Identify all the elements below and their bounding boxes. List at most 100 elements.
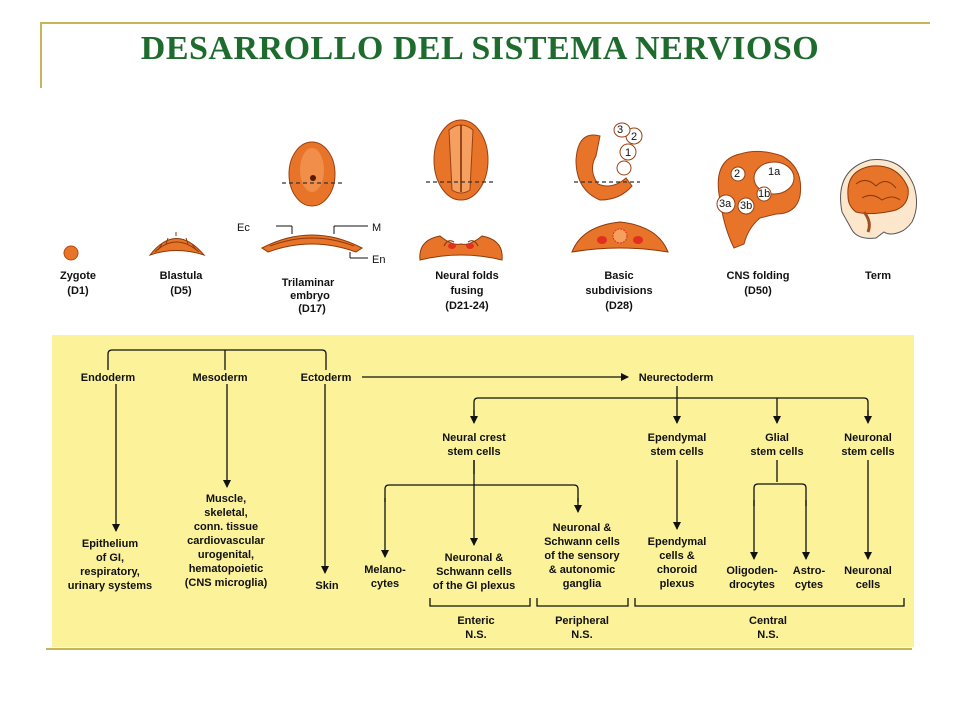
node-astrocytes: Astro- cytes: [793, 565, 826, 591]
node-ependymal-stem-l2: stem cells: [650, 446, 703, 458]
slide-frame-top: [40, 22, 930, 24]
brain-label-2: 2: [631, 131, 637, 143]
stage-neural-folds-day: (D21-24): [445, 300, 489, 312]
endoderm-out-line: Epithelium: [82, 538, 138, 550]
melanocytes-line: Melano-: [364, 564, 406, 576]
node-ependymal-cells: Ependymal cells & choroid plexus: [648, 536, 707, 590]
stage-neural-folds-name2: fusing: [451, 285, 484, 297]
system-enteric-l1: Enteric: [457, 615, 494, 627]
slide-frame-bottom: [46, 648, 912, 650]
stage-subdivisions-name2: subdivisions: [585, 285, 652, 297]
mesoderm-out-line: skeletal,: [204, 507, 247, 519]
stage-blastula-illustration: [148, 232, 206, 257]
stage-basic-subdivisions-illustration: [571, 122, 669, 253]
stage-subdivisions-day: (D28): [605, 300, 633, 312]
node-neural-crest-l2: stem cells: [447, 446, 500, 458]
stage-zygote-illustration: [63, 245, 79, 261]
astrocytes-line: cytes: [795, 579, 823, 591]
mesoderm-out-line: (CNS microglia): [185, 577, 268, 589]
slide-frame-left: [40, 22, 42, 88]
node-neuronal-stem-l2: stem cells: [841, 446, 894, 458]
node-ganglia-cells: Neuronal & Schwann cells of the sensory …: [544, 522, 620, 590]
endoderm-out-line: of GI,: [96, 552, 124, 564]
stage-neural-folds-illustration: [419, 119, 503, 261]
stage-subdivisions-name: Basic: [604, 270, 633, 282]
brain-label-1a: 1a: [768, 166, 781, 178]
stage-zygote-name: Zygote: [60, 270, 96, 282]
ganglia-line: ganglia: [563, 578, 602, 590]
ganglia-line: of the sensory: [544, 550, 620, 562]
ependymal-line: Ependymal: [648, 536, 707, 548]
brain-label-2b: 2: [734, 168, 740, 180]
stage-cns-folding-illustration: [716, 150, 802, 249]
stage-term-illustration: [840, 159, 918, 239]
mesoderm-out-line: hematopoietic: [189, 563, 264, 575]
endoderm-out-line: urinary systems: [68, 580, 152, 592]
ganglia-line: Schwann cells: [544, 536, 620, 548]
gi-plexus-line: Schwann cells: [436, 566, 512, 578]
system-peripheral-l2: N.S.: [571, 629, 592, 641]
mesoderm-out-line: urogenital,: [198, 549, 254, 561]
node-skin: Skin: [315, 580, 339, 592]
stage-blastula-name: Blastula: [160, 270, 204, 282]
node-ependymal-stem-l1: Ependymal: [648, 432, 707, 444]
mesoderm-out-line: Muscle,: [206, 493, 246, 505]
stage-zygote-day: (D1): [67, 285, 89, 297]
node-oligodendrocytes: Oligoden- drocytes: [726, 565, 778, 591]
system-central-l1: Central: [749, 615, 787, 627]
node-melanocytes: Melano- cytes: [364, 564, 406, 590]
ependymal-line: choroid: [657, 564, 697, 576]
node-mesoderm-derivatives: Muscle, skeletal, conn. tissue cardiovas…: [185, 493, 268, 589]
gi-plexus-line: of the GI plexus: [433, 580, 516, 592]
node-ectoderm: Ectoderm: [301, 372, 352, 384]
ganglia-line: Neuronal &: [553, 522, 612, 534]
stage-neural-folds-name: Neural folds: [435, 270, 499, 282]
slide-title: DESARROLLO DEL SISTEMA NERVIOSO: [140, 30, 820, 67]
stage-term-name: Term: [865, 270, 891, 282]
node-mesoderm: Mesoderm: [192, 372, 247, 384]
gi-plexus-line: Neuronal &: [445, 552, 504, 564]
node-endoderm-derivatives: Epithelium of GI, respiratory, urinary s…: [68, 538, 152, 592]
oligodendrocytes-line: drocytes: [729, 579, 775, 591]
astrocytes-line: Astro-: [793, 565, 826, 577]
stage-cns-folding-day: (D50): [744, 285, 772, 297]
neuronal-cells-line: cells: [856, 579, 880, 591]
brain-label-1b: 1b: [758, 188, 770, 200]
brain-label-3a: 3a: [719, 198, 732, 210]
label-ectoderm-abbrev: Ec: [237, 222, 250, 234]
node-neurectoderm: Neurectoderm: [639, 372, 714, 384]
node-glial-stem-l2: stem cells: [750, 446, 803, 458]
stage-trilaminar-illustration: [261, 141, 368, 259]
endoderm-out-line: respiratory,: [80, 566, 140, 578]
system-peripheral-l1: Peripheral: [555, 615, 609, 627]
node-endoderm: Endoderm: [81, 372, 136, 384]
node-gi-plexus-cells: Neuronal & Schwann cells of the GI plexu…: [433, 552, 516, 592]
system-enteric-l2: N.S.: [465, 629, 486, 641]
stage-trilaminar-name: Trilaminar: [282, 277, 335, 289]
stage-trilaminar-name2: embryo: [290, 290, 330, 302]
mesoderm-out-line: cardiovascular: [187, 535, 265, 547]
stage-trilaminar-day: (D17): [298, 303, 326, 315]
system-central-l2: N.S.: [757, 629, 778, 641]
node-neuronal-stem-l1: Neuronal: [844, 432, 892, 444]
label-mesoderm-abbrev: M: [372, 222, 381, 234]
node-neuronal-cells: Neuronal cells: [844, 565, 892, 591]
node-glial-stem-l1: Glial: [765, 432, 789, 444]
brain-label-3: 3: [617, 124, 623, 136]
node-neural-crest-l1: Neural crest: [442, 432, 506, 444]
oligodendrocytes-line: Oligoden-: [726, 565, 778, 577]
ependymal-line: cells &: [659, 550, 695, 562]
stage-cns-folding-name: CNS folding: [727, 270, 790, 282]
neuronal-cells-line: Neuronal: [844, 565, 892, 577]
flow-panel: [52, 335, 914, 647]
ganglia-line: & autonomic: [549, 564, 616, 576]
label-endoderm-abbrev: En: [372, 254, 385, 266]
stage-blastula-day: (D5): [170, 285, 192, 297]
mesoderm-out-line: conn. tissue: [194, 521, 258, 533]
brain-label-1: 1: [625, 147, 631, 159]
melanocytes-line: cytes: [371, 578, 399, 590]
ependymal-line: plexus: [660, 578, 695, 590]
flow-connectors: [107, 349, 905, 607]
brain-label-3b: 3b: [740, 200, 752, 212]
